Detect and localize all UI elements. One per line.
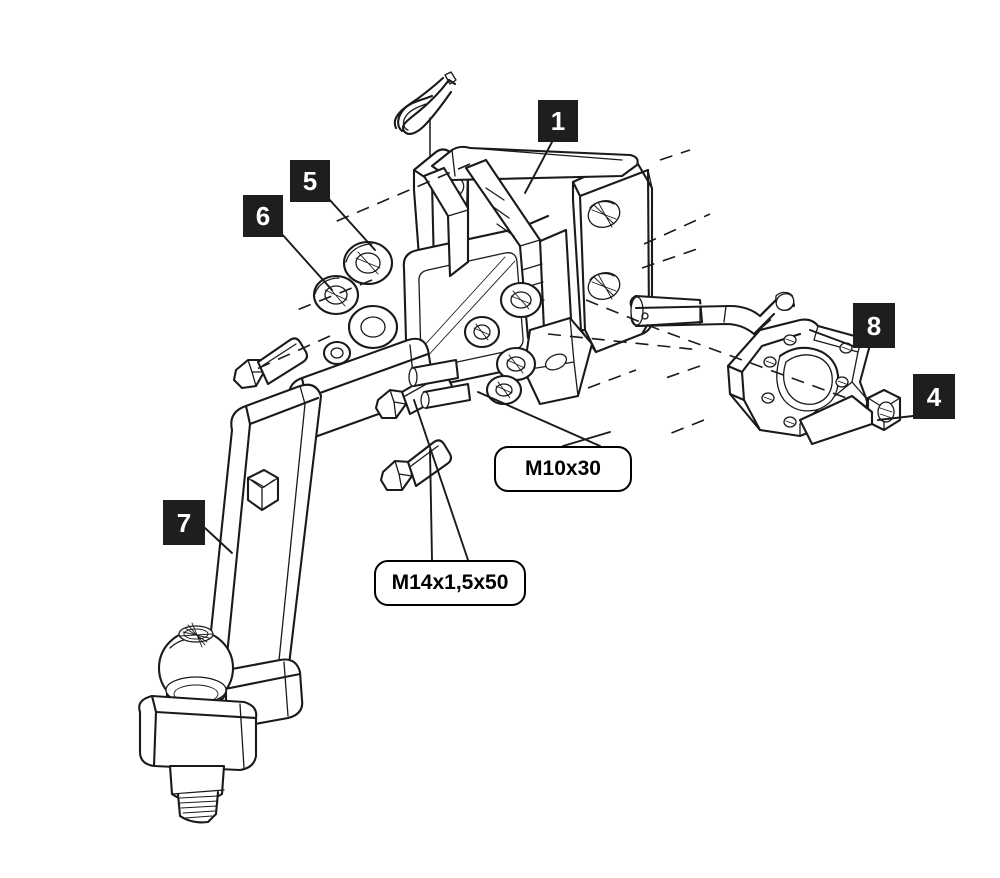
flat-washer-hatched [312,274,360,316]
leader-line-8 [809,329,854,347]
callout-leader-lines [413,391,611,561]
callout-leader-line [477,391,601,447]
assembly-dashed-guides [249,149,853,437]
callout-leader-line [413,399,469,561]
callout-text: M10x30 [525,457,601,480]
hardware-spec-callout[interactable]: M14x1,5x50 [374,560,526,606]
bolt-shaft-short [408,358,460,388]
leader-line-1 [524,141,553,194]
receiver-pin-stub [629,294,704,328]
badge-label: 7 [176,507,192,538]
drawbar-hex-bolt-head [246,468,280,512]
washers-group [312,240,399,366]
part-number-badge-4[interactable]: 4 [913,374,955,419]
small-washer-left [322,340,352,366]
lug-ring-1 [499,281,543,319]
part-number-badge-8[interactable]: 8 [853,303,895,348]
callout-leader-line [429,449,433,561]
hex-nut [866,388,902,432]
part-number-badge-7[interactable]: 7 [163,500,205,545]
plate-hole-top [587,200,621,228]
ball-mount-drawbar [138,337,435,824]
leader-line-4 [877,415,914,421]
hex-bolts-group [232,337,902,492]
part-number-badge-1[interactable]: 1 [538,100,578,142]
bolt-shaft-short-2 [420,382,472,410]
hex-bolt-upper-left [232,337,309,390]
lug-ring-2 [463,315,501,349]
badge-label: 6 [255,201,271,231]
badge-label: 5 [302,166,318,196]
spring-washer [342,240,394,286]
part-number-badge-5[interactable]: 5 [290,160,330,202]
leader-line-7 [204,527,233,554]
side-mounting-bracket [634,291,874,446]
leader-line-5 [327,197,376,251]
plate-hole-bottom [587,272,621,300]
leader-line-6 [280,232,333,291]
badge-label: 8 [866,310,882,341]
part-number-badge-6[interactable]: 6 [243,195,283,237]
flat-washer-plain [347,304,399,350]
badge-leader-lines [204,141,914,554]
receiver-bolt-lugs [463,281,543,406]
hardware-spec-callout[interactable]: M10x30 [494,446,632,492]
badge-label: 4 [926,381,942,412]
lug-ring-4 [485,374,523,406]
callout-text: M14x1,5x50 [391,571,509,594]
hex-bolt-lower [379,439,453,492]
cotter-pin-part [393,71,457,135]
badge-label: 1 [550,106,566,136]
